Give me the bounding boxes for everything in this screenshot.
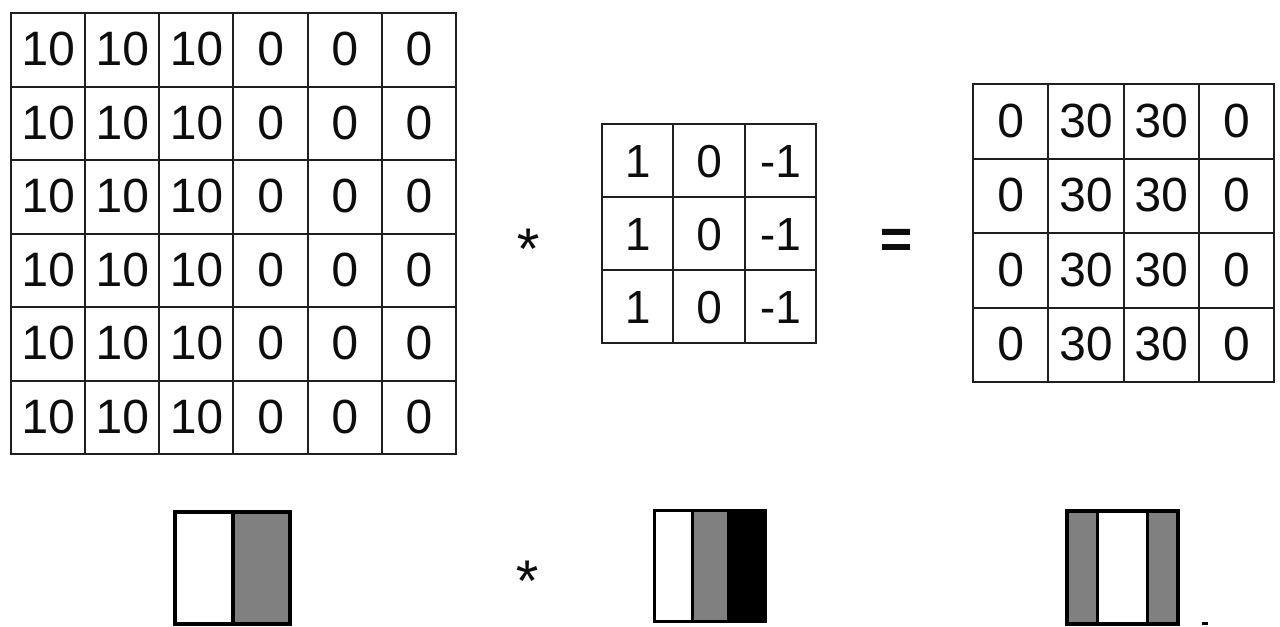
matrix-cell: 0 — [674, 198, 744, 269]
matrix-cell: 10 — [160, 161, 233, 233]
output-strip-gray-left-region — [1069, 513, 1099, 622]
stray-mark — [1202, 622, 1208, 625]
input-strip-gray-region — [230, 514, 288, 622]
kernel-strip-black-region — [728, 512, 764, 620]
matrix-cell: 1 — [603, 198, 673, 269]
matrix-cell: 10 — [86, 161, 159, 233]
matrix-cell: 10 — [86, 381, 159, 453]
matrix-cell: 10 — [160, 14, 233, 86]
matrix-cell: 0 — [382, 308, 455, 380]
matrix-cell: 0 — [382, 161, 455, 233]
matrix-cell: 10 — [12, 161, 85, 233]
matrix-cell: 0 — [308, 87, 381, 159]
matrix-cell: 0 — [308, 161, 381, 233]
matrix-cell: 0 — [674, 125, 744, 196]
convolution-operator: * — [496, 204, 560, 282]
matrix-cell: 0 — [974, 85, 1048, 158]
matrix-cell: 0 — [674, 271, 744, 342]
matrix-cell: 1 — [603, 125, 673, 196]
matrix-cell: 0 — [1199, 85, 1273, 158]
input-strip-white-region — [177, 514, 231, 622]
matrix-cell: -1 — [745, 271, 815, 342]
equals-operator-glyph: = — [879, 206, 913, 270]
matrix-cell: 30 — [1124, 159, 1198, 232]
matrix-cell: 0 — [382, 234, 455, 306]
matrix-cell: 30 — [1124, 234, 1198, 307]
matrix-cell: 0 — [382, 14, 455, 86]
matrix-cell: 0 — [974, 234, 1048, 307]
matrix-cell: 10 — [86, 234, 159, 306]
matrix-cell: 10 — [12, 87, 85, 159]
matrix-cell: 0 — [382, 381, 455, 453]
matrix-cell: 10 — [160, 234, 233, 306]
matrix-cell: 10 — [12, 381, 85, 453]
matrix-cell: 0 — [1199, 308, 1273, 381]
input-image-strip — [173, 510, 292, 626]
kernel-image-strip — [653, 509, 767, 623]
matrix-cell: 0 — [308, 234, 381, 306]
matrix-cell: 10 — [160, 308, 233, 380]
equals-operator: = — [864, 203, 928, 270]
convolution-operator-bottom: * — [495, 536, 559, 614]
matrix-cell: 30 — [1124, 85, 1198, 158]
matrix-cell: 30 — [1124, 308, 1198, 381]
matrix-cell: 0 — [234, 87, 307, 159]
matrix-cell: 10 — [12, 308, 85, 380]
matrix-cell: 0 — [974, 159, 1048, 232]
matrix-cell: 0 — [1199, 234, 1273, 307]
matrix-cell: 0 — [308, 308, 381, 380]
matrix-cell: 30 — [1049, 234, 1123, 307]
matrix-cell: 10 — [160, 381, 233, 453]
matrix-cell: 0 — [308, 14, 381, 86]
matrix-cell: 0 — [234, 161, 307, 233]
kernel-strip-white-region — [656, 512, 691, 620]
convolution-operator-bottom-glyph: * — [515, 548, 539, 614]
matrix-cell: 1 — [603, 271, 673, 342]
matrix-cell: 30 — [1049, 308, 1123, 381]
output-strip-white-region — [1099, 513, 1146, 622]
matrix-cell: 0 — [974, 308, 1048, 381]
matrix-cell: 30 — [1049, 85, 1123, 158]
output-strip-gray-right-region — [1146, 513, 1176, 622]
kernel-strip-gray-region — [691, 512, 728, 620]
matrix-cell: 10 — [86, 87, 159, 159]
matrix-cell: 0 — [1199, 159, 1273, 232]
matrix-cell: 10 — [12, 14, 85, 86]
matrix-cell: -1 — [745, 198, 815, 269]
matrix-cell: 30 — [1049, 159, 1123, 232]
convolution-operator-glyph: * — [516, 216, 540, 282]
output-edge-strip — [1065, 509, 1180, 626]
matrix-cell: 10 — [86, 308, 159, 380]
matrix-cell: -1 — [745, 125, 815, 196]
matrix-cell: 0 — [234, 234, 307, 306]
matrix-cell: 0 — [234, 381, 307, 453]
matrix-cell: 0 — [234, 14, 307, 86]
matrix-cell: 10 — [86, 14, 159, 86]
matrix-cell: 10 — [12, 234, 85, 306]
matrix-cell: 10 — [160, 87, 233, 159]
matrix-cell: 0 — [382, 87, 455, 159]
matrix-cell: 0 — [308, 381, 381, 453]
matrix-cell: 0 — [234, 308, 307, 380]
